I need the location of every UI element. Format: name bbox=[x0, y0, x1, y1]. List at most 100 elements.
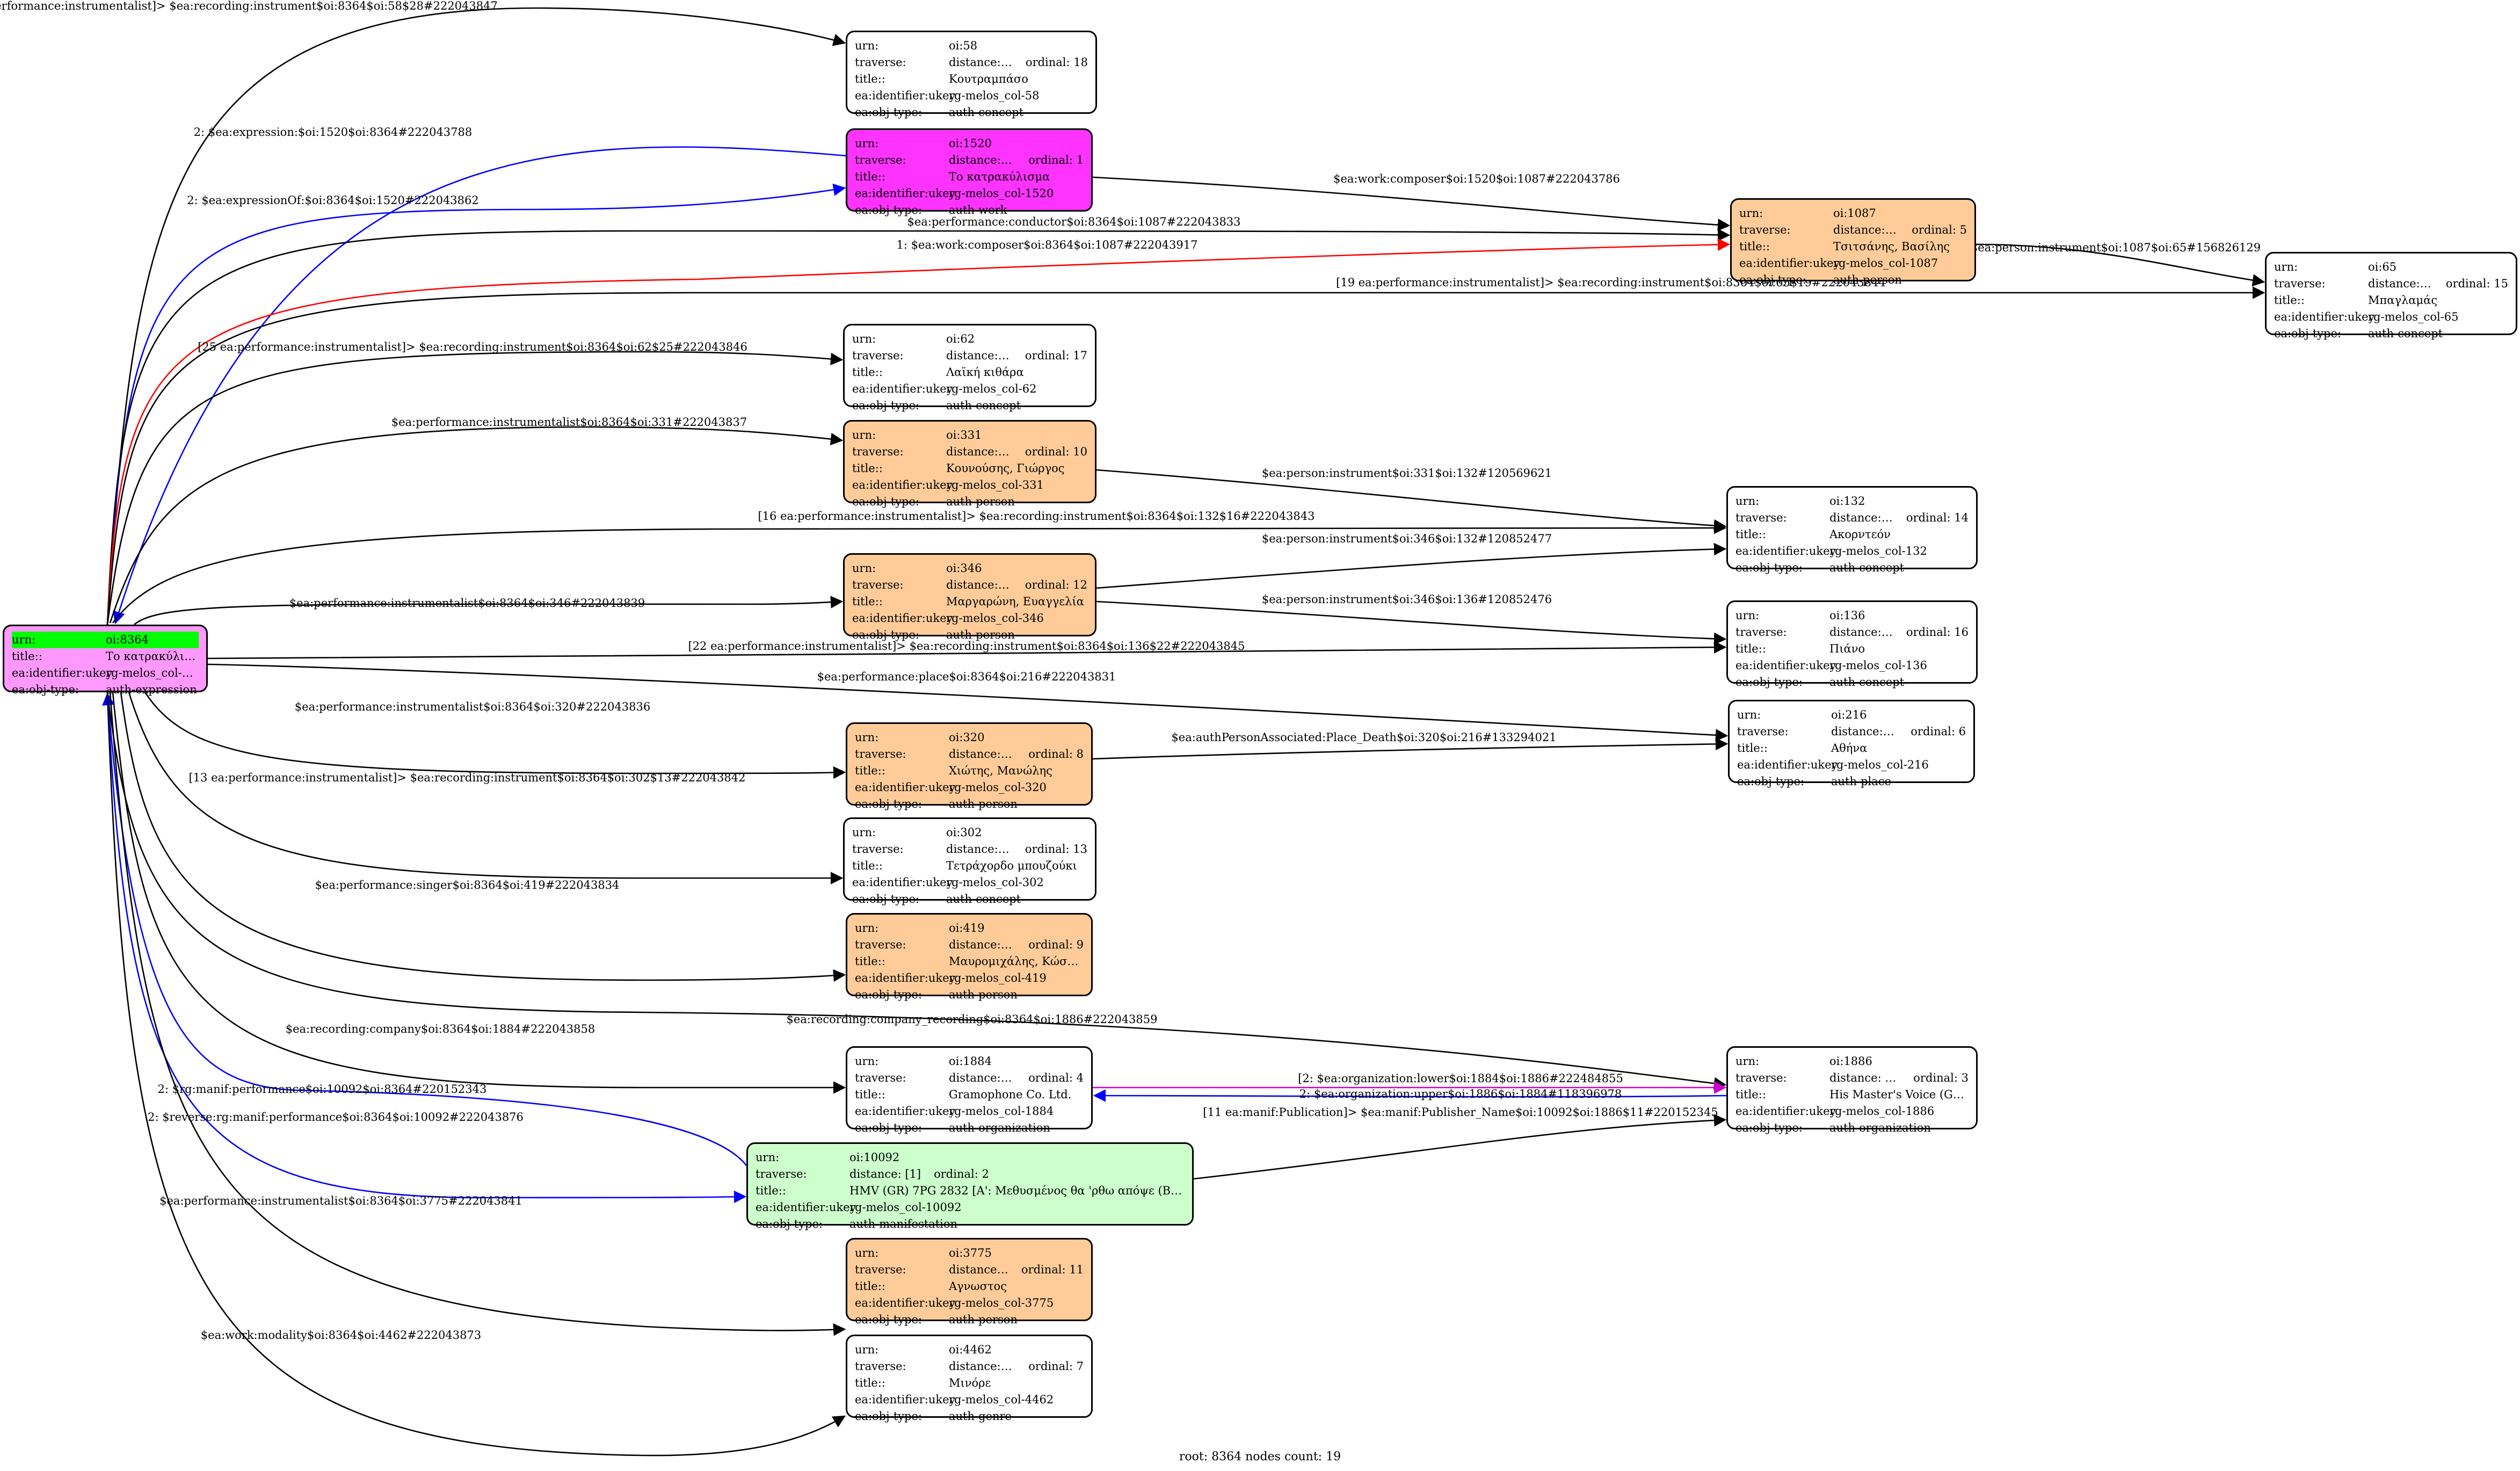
field-key: urn: bbox=[2274, 260, 2298, 273]
field-key: urn: bbox=[852, 429, 876, 441]
node-ukey-value: rg-melos_col-58 bbox=[949, 89, 1040, 102]
node-distance: distance: [1] bbox=[946, 843, 1012, 856]
field-key: urn: bbox=[852, 332, 876, 345]
field-key: title:: bbox=[1735, 528, 1766, 541]
field-key: ea:identifier:ukey bbox=[1735, 545, 1836, 557]
node-title-value: Αγνωστος bbox=[949, 1280, 1007, 1293]
node-row-traverse: traverse:distance: [1]ordinal: 3 bbox=[1735, 1070, 1969, 1086]
node-ordinal: ordinal: 7 bbox=[1028, 1360, 1084, 1373]
node-urn-value: oi:419 bbox=[949, 922, 985, 934]
node-ukey-value: rg-melos_col-132 bbox=[1829, 545, 1927, 557]
field-key: ea:obj-type: bbox=[12, 683, 79, 696]
edge-label: [2: $ea:organization:lower$oi:1884$oi:18… bbox=[1298, 1072, 1623, 1085]
edge-label: [25 ea:performance:instrumentalist]> $ea… bbox=[198, 340, 747, 353]
field-key: ea:obj-type: bbox=[1739, 273, 1806, 286]
node-urn-value: oi:1886 bbox=[1829, 1055, 1872, 1068]
node-title-value: Χιώτης, Μανώλης bbox=[949, 764, 1052, 777]
edge-line bbox=[106, 286, 2265, 625]
field-key: urn: bbox=[1735, 1055, 1760, 1068]
node-row-traverse: traverse:distance: [1]ordinal: 5 bbox=[1739, 222, 1967, 238]
edge-line bbox=[144, 692, 846, 779]
node-row-urn: urn:oi:216 bbox=[1737, 707, 1966, 723]
node-row-objtype: ea:obj-type: auth-person bbox=[855, 796, 1084, 813]
node-distance: distance: [1] bbox=[2368, 277, 2433, 290]
node-ordinal: ordinal: 4 bbox=[1028, 1071, 1084, 1084]
edge-line bbox=[109, 692, 846, 1336]
node-urn-value: oi:4462 bbox=[949, 1343, 992, 1356]
edge-label: $ea:person:instrument$oi:346$oi:136#1208… bbox=[1262, 593, 1552, 606]
node-row-urn: urn:oi:4462 bbox=[855, 1342, 1084, 1358]
field-key: title:: bbox=[12, 650, 42, 663]
node-objtype-value: auth-organization bbox=[949, 1121, 1050, 1134]
field-key: ea:identifier:ukey bbox=[855, 781, 956, 794]
node-row-title: title::Ακορντεόν bbox=[1735, 526, 1969, 543]
node-row-title: title::Το κατρακύλισμα bbox=[12, 648, 199, 665]
node-row-title: title::Τσιτσάνης, Βασίλης bbox=[1739, 238, 1967, 255]
node-ordinal: ordinal: 2 bbox=[934, 1168, 989, 1180]
node-oi-1886[interactable]: urn: oi:1886 traverse:distance: [1]ordinal… bbox=[1726, 1046, 1978, 1134]
node-distance: distance: [1] bbox=[949, 154, 1016, 166]
node-title-value: Κουτραμπάσο bbox=[949, 73, 1028, 85]
node-ukey-value: rg-melos_col-1087 bbox=[1833, 257, 1938, 270]
edge-line bbox=[120, 692, 846, 982]
field-key: urn: bbox=[855, 137, 879, 150]
edge-line bbox=[1193, 1114, 1727, 1180]
node-row-urn: urn:oi:136 bbox=[1735, 607, 1969, 624]
node-row-objtype: ea:obj-type:auth-person bbox=[852, 494, 1087, 510]
edge-line bbox=[106, 692, 846, 1456]
field-key: ea:obj-type: bbox=[855, 798, 922, 810]
field-key: ea:obj-type: bbox=[852, 893, 919, 905]
node-ordinal: ordinal: 16 bbox=[1906, 626, 1969, 639]
node-ordinal: ordinal: 8 bbox=[1028, 748, 1084, 760]
edge-label: $ea:performance:conductor$oi:8364$oi:108… bbox=[907, 215, 1240, 228]
node-row-urn: urn:oi:1884 bbox=[855, 1053, 1084, 1070]
field-key: ea:identifier:ukey bbox=[2274, 310, 2375, 323]
edge-line bbox=[113, 146, 846, 625]
field-key: traverse: bbox=[852, 578, 904, 591]
edge-label: 1: $ea:work:composer$oi:8364$oi:1087#222… bbox=[897, 238, 1198, 251]
node-objtype-value: auth-concept bbox=[946, 399, 1021, 412]
node-row-objtype: ea:obj-type:auth-work bbox=[855, 202, 1084, 219]
node-row-urn: urn:oi:8364 bbox=[12, 632, 199, 648]
field-key: ea:identifier:ukey bbox=[852, 479, 953, 491]
edge-line bbox=[106, 238, 1731, 625]
edge-label: $ea:performance:instrumentalist$oi:8364$… bbox=[295, 700, 650, 713]
field-key: ea:identifier:ukey bbox=[1739, 257, 1840, 270]
node-objtype-value: auth-person bbox=[949, 798, 1018, 810]
field-key: traverse: bbox=[852, 445, 904, 458]
node-urn-value: oi:10092 bbox=[849, 1151, 900, 1164]
edge-line bbox=[207, 663, 1729, 742]
node-objtype-value: auth-concept bbox=[1829, 676, 1905, 689]
node-urn-value: oi:331 bbox=[946, 429, 982, 441]
node-ukey-value: rg-melos_col-331 bbox=[946, 479, 1044, 491]
field-key: ea:obj-type: bbox=[852, 495, 919, 508]
field-key: urn: bbox=[1735, 609, 1760, 622]
edge-line bbox=[1096, 469, 1727, 532]
node-row-traverse: traverse:distance: [1]ordinal: 17 bbox=[852, 347, 1087, 364]
node-row-objtype: ea:obj-type:auth-genre bbox=[855, 1408, 1084, 1425]
edge-label: 2: $reverse:rg:manif:performance$oi:8364… bbox=[148, 1111, 524, 1124]
node-title-value: Τσιτσάνης, Βασίλης bbox=[1833, 240, 1950, 253]
node-ukey-value: rg-melos_col-10092 bbox=[849, 1201, 962, 1214]
